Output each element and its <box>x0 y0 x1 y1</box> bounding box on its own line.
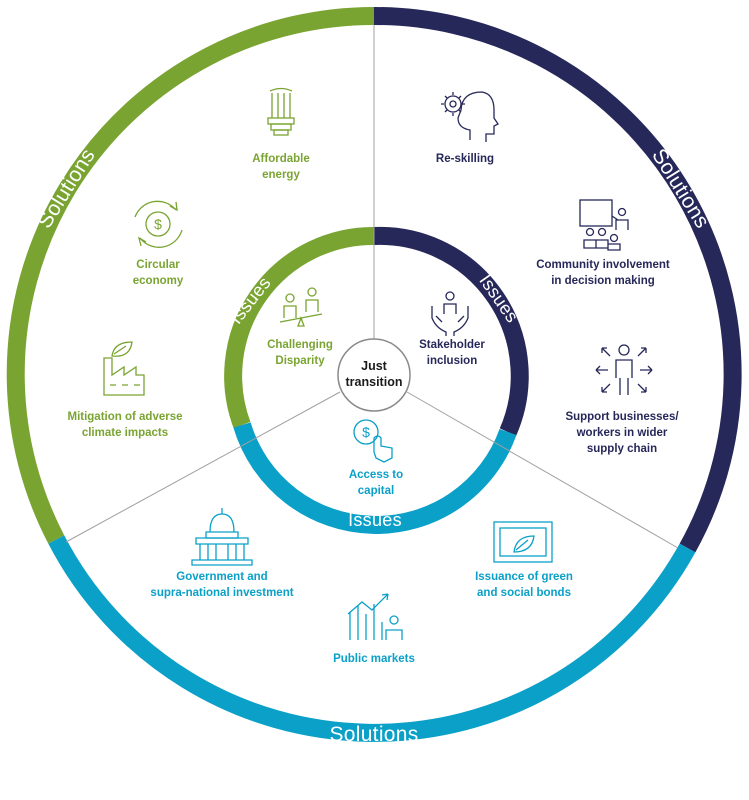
issue-navy-line1: Stakeholder <box>419 339 485 351</box>
issue-blue-line2: capital <box>358 485 394 497</box>
outer-label-navy: Solutions <box>647 145 714 233</box>
divider-left <box>65 391 341 543</box>
solution-navy-2-line1: Community involvement <box>536 259 670 271</box>
solution-green-2-line2: economy <box>133 275 184 287</box>
solution-navy-3-line2: workers in wider <box>576 427 668 439</box>
outer-ring-navy <box>373 6 742 553</box>
inner-ring-navy <box>373 226 529 436</box>
gear-head-icon <box>441 91 499 142</box>
solution-blue-2-line1: Public markets <box>333 653 415 665</box>
inner-label-blue: Issues <box>348 510 402 530</box>
bond-certificate-icon <box>493 521 553 563</box>
solution-green-3-line2: climate impacts <box>82 427 168 439</box>
outer-ring-blue <box>48 535 696 742</box>
inner-ring-green <box>224 226 375 429</box>
issue-navy-line2: inclusion <box>427 355 477 367</box>
divider-right <box>406 391 679 549</box>
center-circle <box>337 338 411 412</box>
center-title-line1: Just <box>361 359 388 373</box>
dollar-cycle-icon: $ <box>134 200 183 248</box>
outer-label-blue: Solutions <box>329 723 418 746</box>
svg-text:$: $ <box>154 216 162 232</box>
person-arrows-icon <box>595 344 653 395</box>
solution-green-1-line2: energy <box>262 169 300 181</box>
inner-ring-blue <box>233 422 517 534</box>
hands-person-icon <box>431 291 469 336</box>
factory-leaf-icon <box>103 341 145 396</box>
dollar-tap-icon: $ <box>353 419 393 463</box>
solution-navy-3-line1: Support businesses/ <box>565 411 679 423</box>
people-scale-icon <box>279 287 323 327</box>
solution-blue-1-line1: Government and <box>176 571 267 583</box>
solution-blue-1-line2: supra-national investment <box>150 587 293 599</box>
light-bulb-icon <box>267 87 295 136</box>
issue-green-line2: Disparity <box>275 355 325 367</box>
solution-green-3-line1: Mitigation of adverse <box>67 411 182 423</box>
presentation-audience-icon <box>579 199 629 251</box>
solution-navy-2-line2: in decision making <box>551 275 655 287</box>
solution-blue-3-line1: Issuance of green <box>475 571 573 583</box>
issue-green-line1: Challenging <box>267 339 333 351</box>
chart-growth-icon <box>347 593 403 640</box>
solution-navy-1-line1: Re-skilling <box>436 153 494 165</box>
solution-blue-3-line2: and social bonds <box>477 587 571 599</box>
svg-text:$: $ <box>362 424 370 440</box>
outer-ring-green <box>6 7 375 544</box>
issue-blue-line1: Access to <box>349 469 403 481</box>
center-title-line2: transition <box>346 375 403 389</box>
solution-green-2-line1: Circular <box>136 259 180 271</box>
solution-green-1-line1: Affordable <box>252 153 310 165</box>
solution-navy-3-line3: supply chain <box>587 443 657 455</box>
capitol-building-icon <box>191 508 253 566</box>
outer-label-green: Solutions <box>33 145 100 233</box>
